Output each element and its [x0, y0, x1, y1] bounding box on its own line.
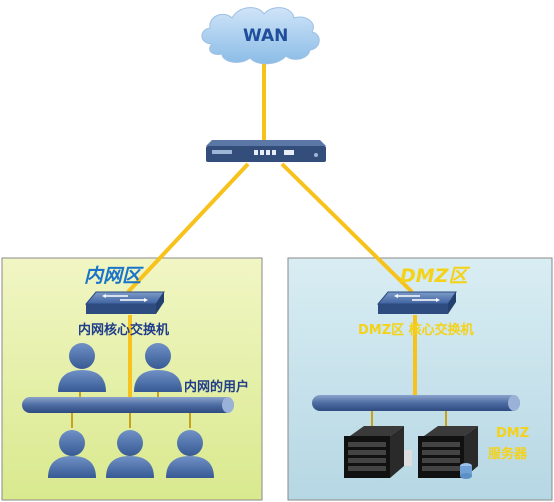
user-icon: [166, 430, 214, 478]
user-icon: [106, 430, 154, 478]
inner-users-label: 内网的用户: [184, 380, 250, 395]
inner-switch-label: 内网核心交换机: [78, 323, 170, 338]
cloud-icon: [201, 7, 320, 65]
server-icon: [418, 426, 478, 479]
dmz-switch-label: DMZ区 核心交换机: [358, 323, 474, 338]
inner-bus: [22, 397, 234, 413]
user-icon: [58, 343, 106, 392]
dmz-servers-label-line2: 服务器: [488, 447, 528, 462]
user-icon: [134, 343, 182, 392]
switch-icon: [376, 291, 457, 314]
router-dmz-link: [280, 162, 414, 294]
server-icon: [344, 426, 412, 478]
router-icon: [206, 140, 326, 162]
dmz-bus: [312, 395, 520, 411]
router-inner-link: [126, 162, 250, 294]
dmz-zone-title: DMZ区: [400, 265, 468, 287]
user-icon: [48, 430, 96, 478]
dmz-servers-label-line1: DMZ: [496, 426, 530, 441]
wan-label: WAN: [243, 26, 289, 46]
inner-zone-title: 内网区: [84, 265, 142, 287]
switch-icon: [84, 291, 165, 314]
